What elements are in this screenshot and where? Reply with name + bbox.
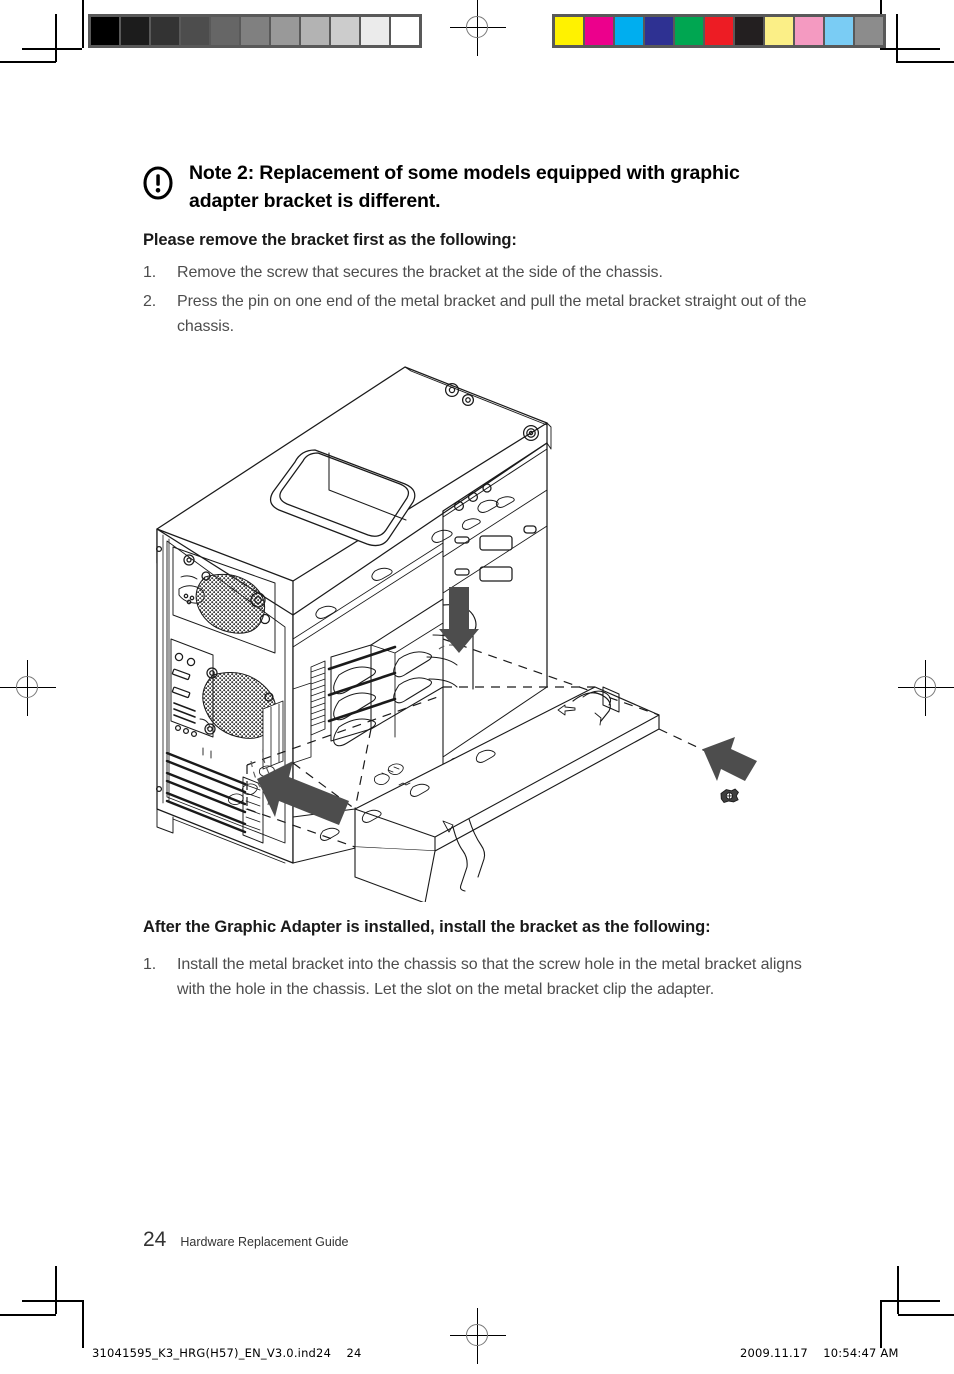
registration-mark-left: [0, 660, 56, 716]
registration-mark-bottom: [450, 1308, 506, 1364]
step-number: 1.: [143, 955, 157, 973]
crop-mark-bottom-right-horizontal: [880, 1300, 940, 1302]
crop-mark-top-left-inner-vertical: [55, 14, 57, 62]
color-swatch-10: [855, 17, 883, 45]
page-content: Note 2: Replacement of some models equip…: [143, 160, 811, 1005]
color-swatch-0: [555, 17, 583, 45]
install-section-steps: 1. Install the metal bracket into the cha…: [143, 952, 811, 1003]
color-swatch-3: [645, 17, 673, 45]
step-number: 1.: [143, 264, 157, 282]
color-swatch-5: [705, 17, 733, 45]
grayscale-swatch-2: [151, 17, 179, 45]
plate-timestamp: 2009.11.17 10:54:47 AM: [740, 1346, 899, 1360]
grayscale-swatch-6: [271, 17, 299, 45]
crop-mark-bottom-right-inner-vertical: [897, 1266, 899, 1314]
step-text: Press the pin on one end of the metal br…: [177, 292, 807, 335]
registration-mark-right: [898, 660, 954, 716]
step-text: Install the metal bracket into the chass…: [177, 955, 802, 999]
grayscale-swatch-10: [391, 17, 419, 45]
crop-mark-top-left-horizontal: [22, 48, 82, 50]
step-text: Remove the screw that secures the bracke…: [177, 264, 663, 282]
grayscale-control-bar: [88, 14, 422, 48]
crop-mark-bottom-left-horizontal: [22, 1300, 82, 1302]
grayscale-swatch-9: [361, 17, 389, 45]
remove-section-lead: Please remove the bracket first as the f…: [143, 231, 517, 250]
note-title: Note 2: Replacement of some models equip…: [189, 162, 740, 212]
direction-arrow: [257, 587, 757, 826]
crop-mark-bottom-left-vertical: [82, 1300, 84, 1348]
page-number: 24: [143, 1228, 167, 1251]
grayscale-swatch-4: [211, 17, 239, 45]
color-swatch-9: [825, 17, 853, 45]
color-swatch-4: [675, 17, 703, 45]
list-item: 1. Remove the screw that secures the brac…: [143, 260, 811, 285]
plate-filename: 31041595_K3_HRG(H57)_EN_V3.0.ind24 24: [92, 1346, 362, 1360]
color-swatch-6: [735, 17, 763, 45]
grayscale-swatch-0: [91, 17, 119, 45]
color-swatch-1: [585, 17, 613, 45]
color-swatch-2: [615, 17, 643, 45]
crop-mark-top-left-vertical: [82, 0, 84, 48]
exclamation-circle-icon: [143, 166, 173, 200]
note-callout: Note 2: Replacement of some models equip…: [143, 160, 811, 215]
color-swatch-7: [765, 17, 793, 45]
list-item: 2. Press the pin on one end of the metal …: [143, 289, 811, 340]
remove-section-steps: 1. Remove the screw that secures the brac…: [143, 260, 811, 339]
crop-mark-bottom-right-vertical: [880, 1300, 882, 1348]
crop-mark-top-left-inner-horizontal: [0, 61, 56, 63]
list-item: 1. Install the metal bracket into the cha…: [143, 952, 811, 1003]
chassis-bracket-removal-figure: [143, 357, 811, 907]
crop-mark-bottom-right-inner-horizontal: [898, 1314, 954, 1316]
step-number: 2.: [143, 292, 157, 310]
crop-mark-bottom-left-inner-vertical: [55, 1266, 57, 1314]
removed-screw: [720, 788, 739, 804]
crop-mark-top-right-inner-vertical: [896, 14, 898, 62]
registration-mark-top: [450, 0, 506, 56]
grayscale-swatch-8: [331, 17, 359, 45]
page-footer: 24 Hardware Replacement Guide: [143, 1228, 349, 1252]
install-section-lead: After the Graphic Adapter is installed, …: [143, 918, 711, 937]
color-swatch-8: [795, 17, 823, 45]
grayscale-swatch-1: [121, 17, 149, 45]
crop-mark-top-right-horizontal: [880, 48, 940, 50]
crop-mark-top-right-inner-horizontal: [896, 61, 954, 63]
crop-mark-bottom-left-inner-horizontal: [0, 1314, 56, 1316]
grayscale-swatch-3: [181, 17, 209, 45]
guide-title: Hardware Replacement Guide: [180, 1235, 349, 1249]
grayscale-swatch-5: [241, 17, 269, 45]
grayscale-swatch-7: [301, 17, 329, 45]
color-control-bar: [552, 14, 886, 48]
